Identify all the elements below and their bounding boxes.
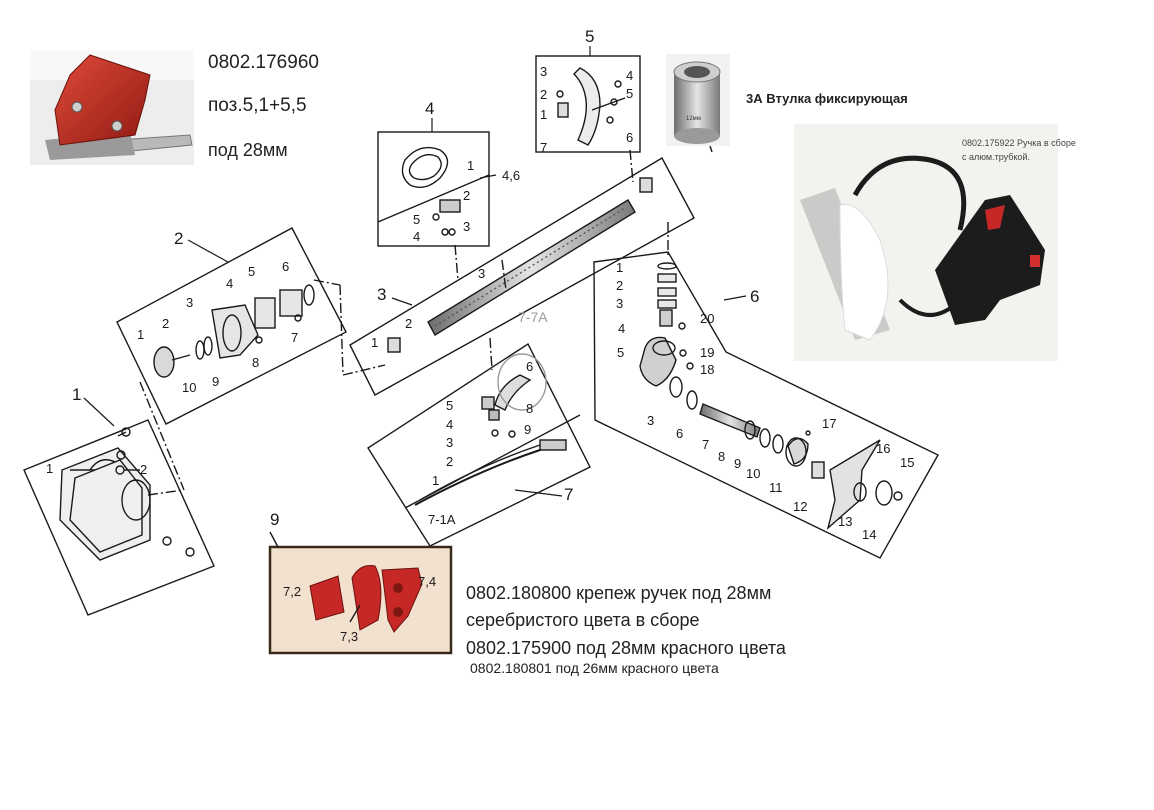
group-7-box [367,342,591,547]
part-label: 3 [186,295,193,310]
part-label: 2 [616,278,623,293]
part-label: 5 [626,86,633,101]
part-label: 3 [446,435,453,450]
group-label-7: 7 [564,485,573,504]
part-label: 6 [626,130,633,145]
bracket-size: под 28мм [208,140,288,160]
group-label-9: 9 [270,510,279,529]
part-label: 16 [876,441,890,456]
group-number-labels: 1 2 3 4 5 6 7 9 [72,27,759,529]
part-label: 15 [900,455,914,470]
part-label: 3 [616,296,623,311]
part-label: 6 [676,426,683,441]
part-label: 8 [718,449,725,464]
part-label: 2 [446,454,453,469]
group-leaders [83,46,747,497]
group-5-box [535,55,713,153]
handle-label-line2: с алюм.трубкой. [962,152,1030,162]
part-label: 4 [226,276,233,291]
part-label: 6 [526,359,533,374]
group-label-1: 1 [72,385,81,404]
part-label: 2 [463,188,470,203]
part-label: 3 [647,413,654,428]
part-label: 1 [46,461,53,476]
part-label: 5 [413,212,420,227]
part-label: 7,3 [340,629,358,644]
clamp-note-line4: 0802.180801 под 26мм красного цвета [470,660,719,676]
bushing-photo [666,54,730,146]
part-label: 4 [413,229,420,244]
clamp-note-line1: 0802.180800 крепеж ручек под 28мм [466,583,772,603]
bushing-size-tag: 12мм [686,116,701,122]
part-label: 1 [616,260,623,275]
part-label: 1 [432,473,439,488]
group-label-6: 6 [750,287,759,306]
part-label: 1 [137,327,144,342]
clamp-note-line3: 0802.175900 под 28мм красного цвета [466,638,786,658]
part-label: 14 [862,527,876,542]
part-label: 4 [626,68,633,83]
part-label: 2 [140,462,147,477]
bracket-positions: поз.5,1+5,5 [208,95,307,116]
part-label: 1 [371,335,378,350]
part-label: 8 [526,401,533,416]
group-2-box [116,227,347,491]
part-label: 10 [746,466,760,481]
bracket-code: 0802.176960 [208,52,319,73]
group-label-4: 4 [425,99,434,118]
part-label: 5 [446,398,453,413]
part-label: 18 [700,362,714,377]
group-6-box [593,222,939,559]
part-label: 2 [162,316,169,331]
part-label: 9 [734,456,741,471]
group-4-box [377,131,490,247]
bushing-label: 3А Втулка фиксирующая [746,91,908,106]
handle-photo [794,124,1058,361]
group-label-5: 5 [585,27,594,46]
part-label: 10 [182,380,196,395]
part-label: 4 [618,321,625,336]
part-label: 4 [446,417,453,432]
part-label: 3 [540,64,547,79]
part-label: 7,4 [418,574,436,589]
part-label: 2 [540,87,547,102]
group-label-2: 2 [174,229,183,248]
part-label: 5 [248,264,255,279]
part-label: 17 [822,416,836,431]
part-number-labels: 1 2 1 2 3 4 5 6 7 8 9 10 1 2 3 1 2 3 4 5… [46,64,914,644]
part-label: 11 [769,480,783,495]
group-label-7-1a: 7-1A [428,512,456,527]
part-label: 6 [282,259,289,274]
part-label: 8 [252,355,259,370]
part-label: 20 [700,311,714,326]
clamp-note-line2: серебристого цвета в сборе [466,610,700,630]
group-label-7-7a: 7-7A [518,309,548,325]
part-label: 9 [524,422,531,437]
part-label: 9 [212,374,219,389]
part-label: 3 [463,219,470,234]
part-label: 7 [540,140,547,155]
group-label-3: 3 [377,285,386,304]
part-label: 12 [793,499,807,514]
group-3-box [342,149,695,396]
handle-label-line1: 0802.175922 Ручка в сборе [962,138,1076,148]
part-label: 3 [478,266,485,281]
group-1-box [23,419,215,616]
part-label: 1 [540,107,547,122]
group-9-box [268,531,453,655]
part-label: 5 [617,345,624,360]
part-label: 19 [700,345,714,360]
part-label: 13 [838,514,852,529]
part-label: 7 [291,330,298,345]
group-label-4-6: 4,6 [502,168,520,183]
part-label: 1 [467,158,474,173]
part-label: 2 [405,316,412,331]
part-label: 7 [702,437,709,452]
bracket-photo [30,50,194,165]
part-label: 7,2 [283,584,301,599]
